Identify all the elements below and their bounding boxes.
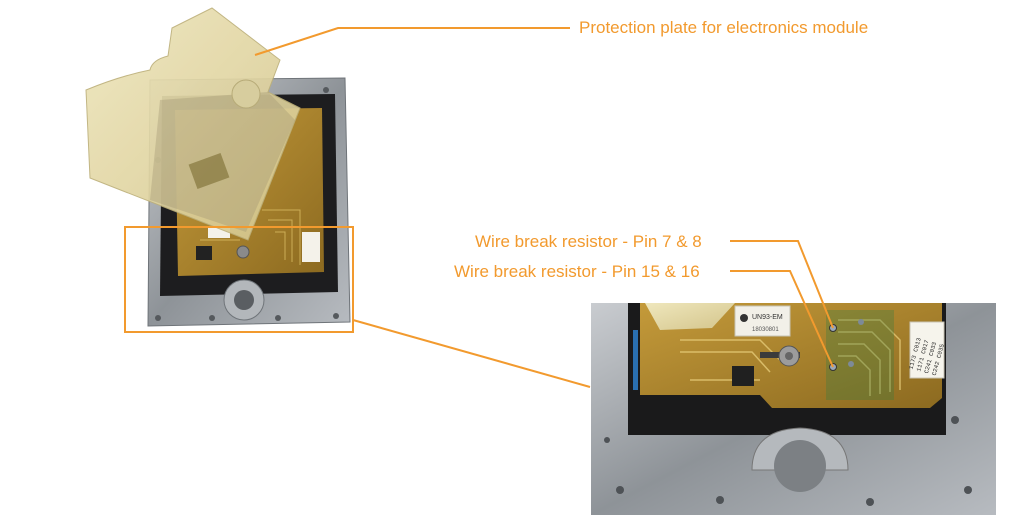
detail-plate-corner xyxy=(645,303,735,330)
plate-window xyxy=(188,152,230,190)
pcb-sticker xyxy=(208,228,230,238)
leader-lines xyxy=(254,27,834,388)
serial-sticker-text: 18030801 xyxy=(752,327,779,333)
annotation-wire-break-pin-7-8: Wire break resistor - Pin 7 & 8 xyxy=(475,232,702,251)
leader-detail-zoom xyxy=(352,319,591,388)
detail-blue-strip xyxy=(633,330,638,390)
leader-protection-plate xyxy=(254,27,570,56)
detail-photo: UN93-EM 18030801 1173 C013 1171 C017 C24… xyxy=(591,303,996,515)
overview-highlight-box xyxy=(124,226,354,333)
detail-green-area xyxy=(826,310,894,400)
leader-wire-break-15-16 xyxy=(730,270,834,368)
protection-plate xyxy=(85,7,301,241)
leader-wire-break-7-8 xyxy=(730,240,834,329)
pcb-screw xyxy=(236,245,250,259)
pcb-chip xyxy=(196,246,212,260)
annotation-protection-plate: Protection plate for electronics module xyxy=(579,18,869,37)
annotation-wire-break-pin-15-16: Wire break resistor - Pin 15 & 16 xyxy=(454,262,700,281)
detail-module-sticker: UN93-EM 18030801 xyxy=(734,305,791,337)
detail-screws xyxy=(604,416,972,506)
detail-chip xyxy=(732,366,754,386)
module-sticker-text: UN93-EM xyxy=(752,314,783,321)
pcb-label xyxy=(302,232,320,262)
overview-photo xyxy=(85,7,354,333)
plate-hole xyxy=(231,79,261,109)
pcb-traces xyxy=(200,209,301,265)
detail-handwritten-note: 1173 C013 1171 C017 C241 C033 C242 C035 xyxy=(908,321,946,379)
